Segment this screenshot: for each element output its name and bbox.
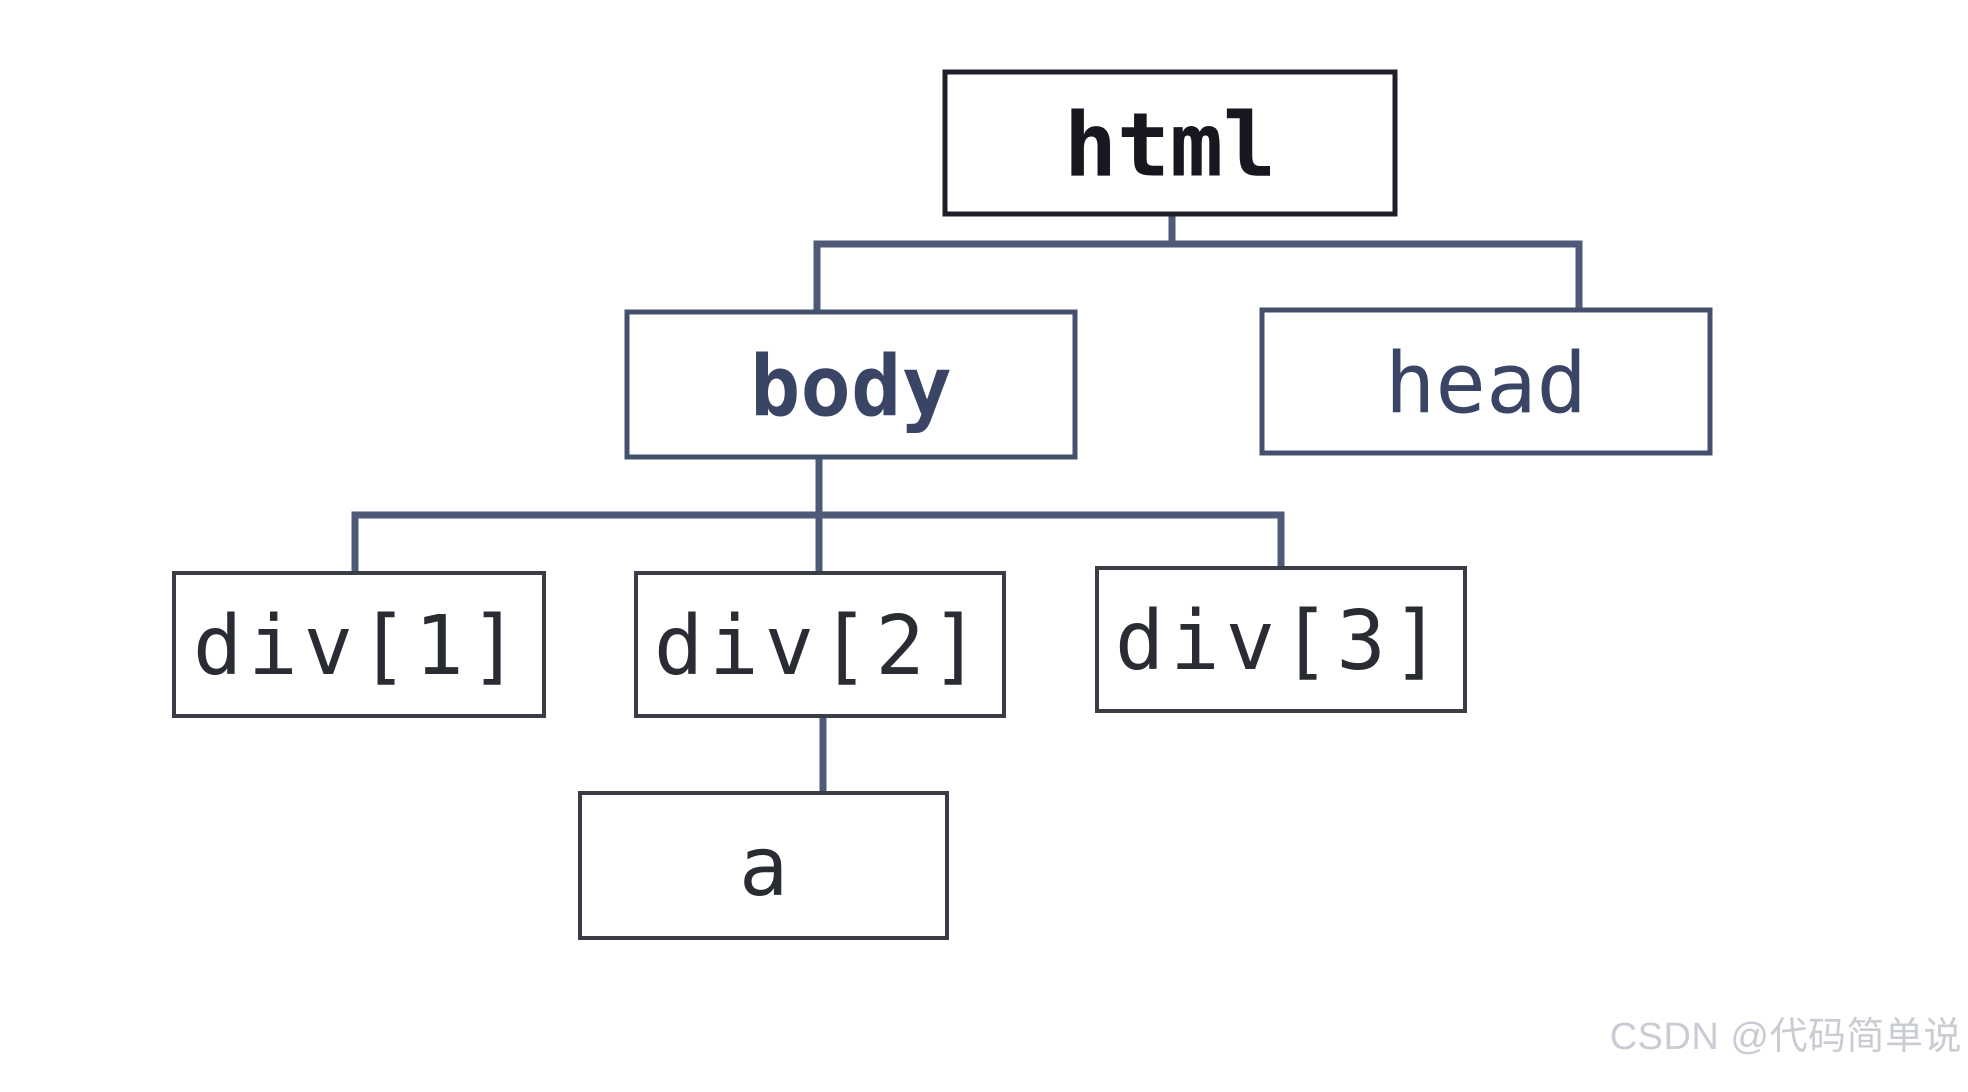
node-box-body	[624, 309, 1078, 460]
tree-node-head: head	[1259, 307, 1713, 456]
node-box-html	[942, 69, 1398, 217]
tree-node-div2: div[2]	[634, 571, 1006, 718]
connector-body-children	[351, 453, 1285, 577]
node-label-div3: div[3]	[1115, 594, 1447, 689]
connector-html-children	[813, 210, 1583, 316]
node-label-div1: div[1]	[193, 599, 525, 694]
node-box-a	[578, 791, 949, 940]
tree-node-html: html	[942, 69, 1398, 217]
node-box-div2	[634, 571, 1006, 718]
node-label-body: body	[750, 338, 952, 436]
node-box-div1	[172, 571, 546, 718]
node-box-head	[1259, 307, 1713, 456]
node-label-div2: div[2]	[654, 599, 986, 694]
node-label-head: head	[1385, 335, 1587, 433]
tree-node-a: a	[578, 791, 949, 940]
node-label-a: a	[739, 820, 788, 915]
csdn-watermark: CSDN @代码简单说	[1609, 1016, 1962, 1058]
tree-node-div3: div[3]	[1095, 566, 1467, 713]
tree-nodes: html body head div[1] div[2] div[3] a	[172, 69, 1713, 940]
node-label-html: html	[1064, 94, 1276, 197]
tree-connectors	[351, 210, 1583, 797]
tree-node-body: body	[624, 309, 1078, 460]
node-box-div3	[1095, 566, 1467, 713]
tree-node-div1: div[1]	[172, 571, 546, 718]
